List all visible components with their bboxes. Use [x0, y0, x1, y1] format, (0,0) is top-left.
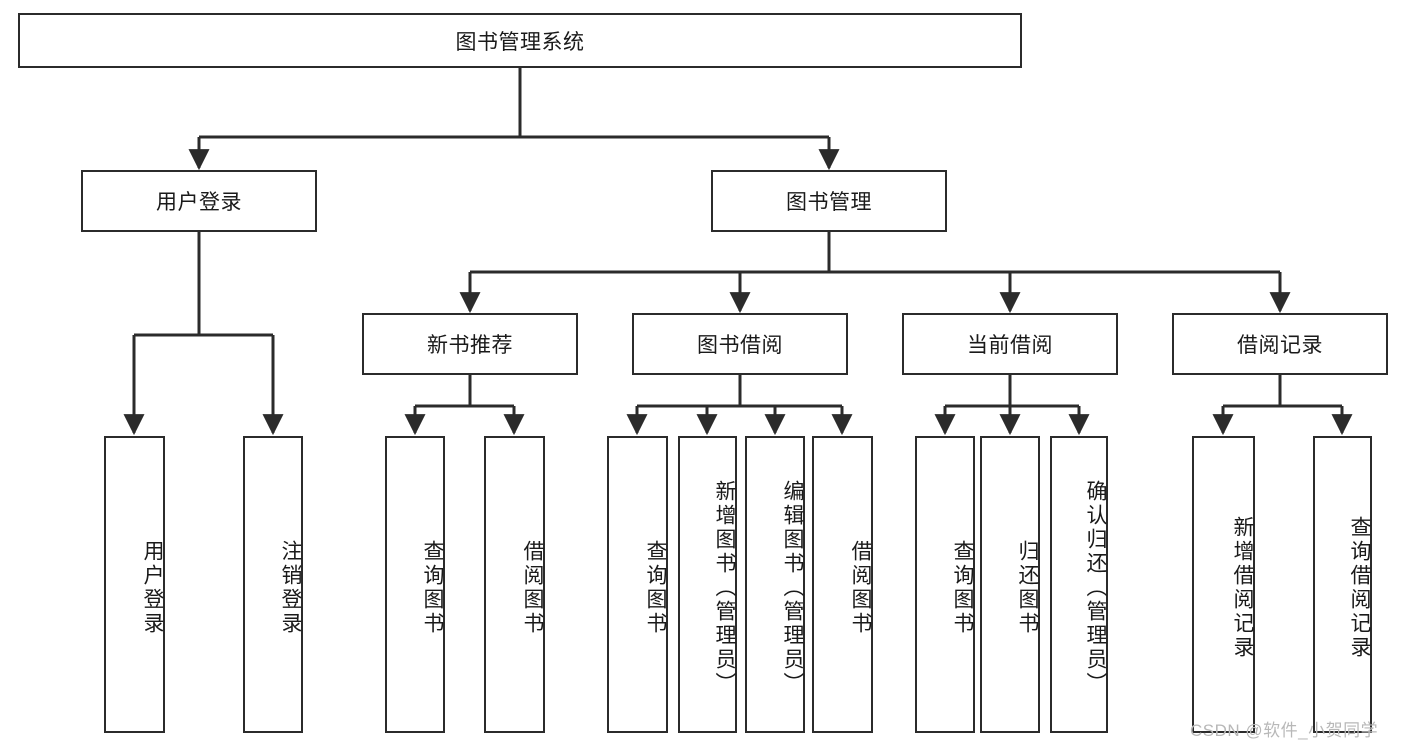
leaf-query-borrow-record[interactable]: 查询借阅记录: [1313, 436, 1372, 733]
leaf-query-books-recommend[interactable]: 查询图书: [385, 436, 445, 733]
node-book-borrow[interactable]: 图书借阅: [632, 313, 848, 375]
node-user-login[interactable]: 用户登录: [81, 170, 317, 232]
leaf-query-books-borrow[interactable]: 查询图书: [607, 436, 668, 733]
leaf-confirm-return-admin[interactable]: 确认归还（管理员）: [1050, 436, 1108, 733]
leaf-add-book-admin[interactable]: 新增图书（管理员）: [678, 436, 737, 733]
leaf-logout[interactable]: 注销登录: [243, 436, 303, 733]
node-current-borrow[interactable]: 当前借阅: [902, 313, 1118, 375]
csdn-watermark: CSDN @软件_小贺同学: [1190, 721, 1379, 740]
node-book-management[interactable]: 图书管理: [711, 170, 947, 232]
leaf-return-books[interactable]: 归还图书: [980, 436, 1040, 733]
node-borrow-records[interactable]: 借阅记录: [1172, 313, 1388, 375]
leaf-borrow-books[interactable]: 借阅图书: [812, 436, 873, 733]
node-new-book-recommend[interactable]: 新书推荐: [362, 313, 578, 375]
leaf-edit-book-admin[interactable]: 编辑图书（管理员）: [745, 436, 805, 733]
leaf-query-books-current[interactable]: 查询图书: [915, 436, 975, 733]
node-root[interactable]: 图书管理系统: [18, 13, 1022, 68]
leaf-borrow-books-recommend[interactable]: 借阅图书: [484, 436, 545, 733]
leaf-add-borrow-record[interactable]: 新增借阅记录: [1192, 436, 1255, 733]
leaf-user-login[interactable]: 用户登录: [104, 436, 165, 733]
